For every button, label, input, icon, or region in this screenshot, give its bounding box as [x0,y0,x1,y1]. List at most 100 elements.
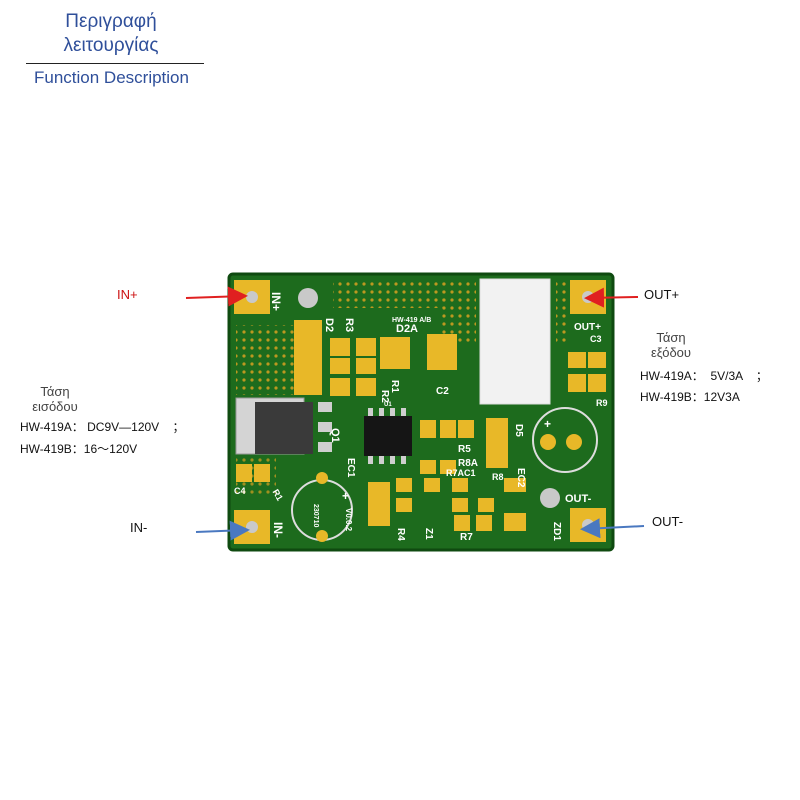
output-spec-title-line2: εξόδου [650,345,692,360]
silk-version: V0.0.2 [344,508,353,532]
silk-z1: Z1 [423,528,434,540]
pad-c4-a [236,464,252,482]
input-spec-title-line2: εισόδου [32,399,78,414]
pad-r2-a [330,378,350,396]
diode-d2-pad [294,320,322,395]
title-greek: Περιγραφή λειτουργίας [46,10,176,58]
pad-d2a-a [380,337,410,369]
capacitor-ec2-pad-2 [566,434,582,450]
pad-r3-b [356,338,376,356]
silk-ec1: EC1 [345,458,356,478]
output-spec-title: Τάση εξόδου [636,330,706,360]
hole-in-plus [246,291,258,303]
pad-r8-b [478,498,494,512]
input-spec-title: Τάση εισόδου [20,384,90,414]
silk-r1b: R1 [271,488,285,503]
silk-model: HW-419 A/B [392,317,431,324]
pad-r3-a [330,338,350,356]
pad-r2-b [356,378,376,396]
silk-r7: R7 [460,532,473,543]
pad-r8-a [452,498,468,512]
output-spec-title-line1: Τάση [656,330,686,345]
input-spec-title-line1: Τάση [40,384,70,399]
ic-u1 [364,416,412,456]
mount-hole-bottom [540,488,560,508]
silk-out-minus: OUT- [565,493,592,505]
silk-ec2-plus: + [544,417,551,431]
mosfet-q1-lead-3 [318,442,332,452]
pad-zd1-a [504,478,526,492]
output-spec-b: HW-419B：12V3A [640,390,740,404]
mosfet-q1-body [255,402,313,454]
silk-r8: R8 [492,472,504,482]
capacitor-ec2-outline [532,407,598,473]
via-field-top [333,282,443,308]
title-english: Function Description [34,68,189,87]
pad-r7ac1-a [424,478,440,492]
capacitor-ec1-pad-1 [316,472,328,484]
silk-r3: R3 [343,318,355,332]
silk-zd1: ZD1 [551,522,562,541]
pad-c2-b [440,420,456,438]
pad-c3-a [568,352,586,368]
pad-r5-a [420,460,436,474]
silk-r9: R9 [596,398,608,408]
pad-r1-b [356,358,376,374]
silk-c3: C3 [590,334,602,344]
silk-r1: R1 [389,380,400,393]
label-in-plus: IN+ [117,287,138,302]
mosfet-q1-lead-1 [318,402,332,412]
pad-r9-b [588,374,606,392]
pad-r7-b [476,515,492,531]
pad-r8a-a [396,478,412,492]
pad-d2a-b [427,334,457,370]
pad-c2-c [458,420,474,438]
silk-ec1-plus: + [342,489,349,503]
input-spec-b: HW-419B：16～120V [20,442,138,456]
pad-r5-b [440,460,456,474]
via-field-left [236,325,294,395]
pad-c3-b [588,352,606,368]
silk-r5: R5 [458,444,471,455]
arrow-in-minus [195,520,250,541]
mount-hole-top [298,288,318,308]
output-spec-a: HW-419A： 5V/3A ； [640,369,768,383]
silk-r7ac1: R7AC1 [446,468,476,478]
arrow-out-plus [584,287,639,308]
hole-in-minus [246,521,258,533]
silk-ec2: EC2 [515,468,526,488]
silk-d2: D2 [323,318,335,332]
silk-d5: D5 [513,424,524,437]
label-out-plus: OUT+ [644,287,680,302]
title-greek-line2: λειτουργίας [63,35,159,56]
silk-r2: R2 [379,390,390,403]
ic-u1-pins [368,408,406,464]
silk-in-plus: IN+ [269,292,283,311]
title-greek-line1: Περιγραφή [65,11,157,32]
pad-c2-a [420,420,436,438]
via-field-right [556,282,570,342]
mosfet-q1-lead-2 [318,422,332,432]
silk-date: 230710 [312,504,319,527]
title-divider [26,63,204,64]
label-out-minus: OUT- [652,514,684,529]
silk-q1: Q1 [329,428,341,443]
pad-r1-a [330,358,350,374]
via-field-top-right [440,282,476,342]
capacitor-ec2-pad-1 [540,434,556,450]
silk-out-plus: OUT+ [574,322,601,333]
pad-r7-a [454,515,470,531]
resistor-r4-pad [368,482,390,526]
silk-u1: U1 [384,402,392,408]
arrow-out-minus [580,518,645,539]
silk-r8a: R8A [458,458,478,469]
diode-d5-pad [486,418,508,468]
inductor [479,278,551,405]
pad-zd1-b [504,513,526,531]
pad-r7ac1-b [452,478,468,492]
silk-d2a: D2A [396,323,418,335]
silk-c2: C2 [436,386,449,397]
pad-c4-b [254,464,270,482]
capacitor-ec1-pad-2 [316,530,328,542]
